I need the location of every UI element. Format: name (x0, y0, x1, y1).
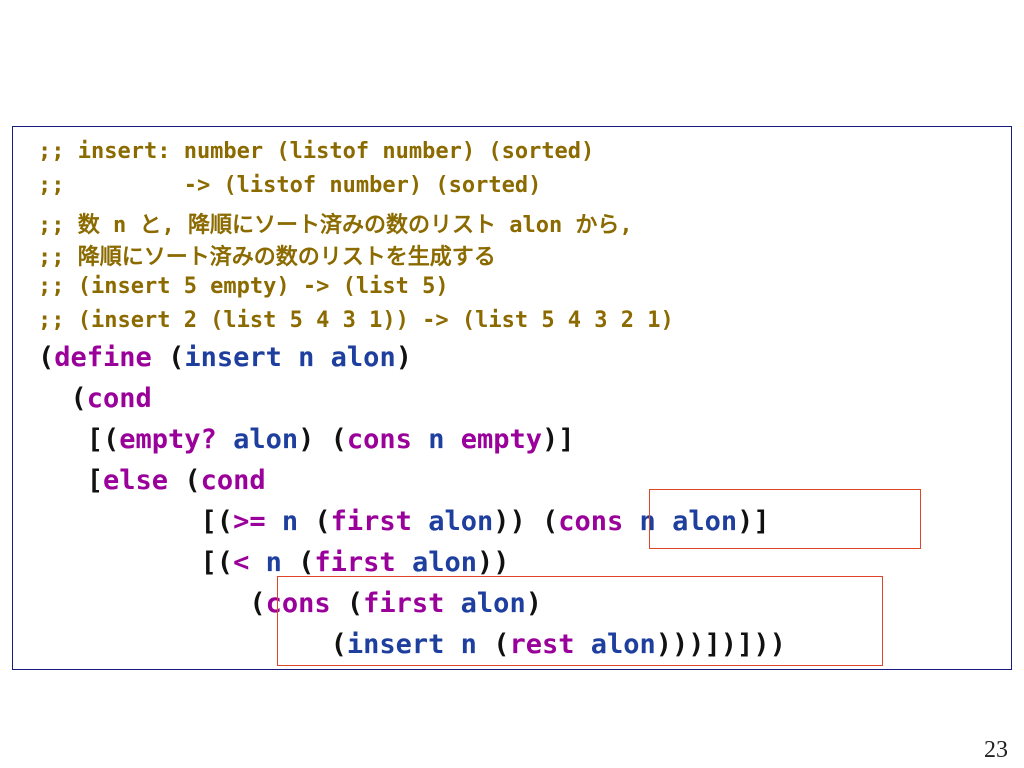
code-keyword: first (363, 588, 445, 619)
code-punctuation: )))])])) (655, 629, 786, 660)
highlight-box-cons-n-alon (649, 489, 921, 549)
code-punctuation: ) (395, 342, 412, 373)
code-line-6: [(< n (first alon)) (38, 547, 510, 578)
code-keyword: first (314, 547, 396, 578)
code-punctuation (249, 547, 265, 578)
code-keyword: >= (233, 506, 266, 537)
code-identifier: alon (590, 629, 656, 660)
code-punctuation: )] (737, 506, 770, 537)
code-punctuation: [ (38, 465, 104, 496)
code-identifier: alon (672, 506, 738, 537)
code-line-3: [(empty? alon) (cons n empty)] (38, 424, 575, 455)
code-punctuation: [( (38, 506, 234, 537)
code-punctuation: ( (168, 465, 201, 496)
code-keyword: define (54, 342, 152, 373)
code-punctuation: ( (151, 342, 185, 373)
comment-line-4: ;; 降順にソート済みの数のリストを生成する (38, 245, 496, 270)
code-punctuation (412, 424, 428, 455)
code-identifier: n (265, 547, 282, 578)
code-punctuation (623, 506, 639, 537)
code-punctuation: [( (38, 547, 234, 578)
code-line-1: (define (insert n alon) (38, 342, 412, 373)
code-identifier: n (639, 506, 656, 537)
code-keyword: rest (509, 629, 575, 660)
code-keyword: empty? (119, 424, 217, 455)
page-number: 23 (984, 737, 1008, 763)
code-punctuation: ( (38, 629, 347, 660)
code-identifier: alon (428, 506, 494, 537)
code-punctuation: [( (38, 424, 120, 455)
code-punctuation: )] (542, 424, 575, 455)
code-line-8: (insert n (rest alon)))])])) (38, 629, 786, 660)
code-identifier: insert (184, 342, 282, 373)
code-identifier: insert (346, 629, 445, 660)
code-line-5: [(>= n (first alon)) (cons n alon)] (38, 506, 770, 537)
code-punctuation (396, 547, 412, 578)
code-punctuation (444, 424, 460, 455)
code-identifier: n (428, 424, 445, 455)
code-identifier: alon (233, 424, 299, 455)
code-keyword: first (330, 506, 412, 537)
highlight-box-cons-first-insert (277, 576, 883, 666)
code-keyword: cons (346, 424, 412, 455)
code-punctuation: ( (38, 588, 266, 619)
code-punctuation: ( (298, 506, 331, 537)
comment-line-2: ;; -> (listof number) (sorted) (38, 173, 542, 198)
code-identifier: n (298, 342, 315, 373)
code-punctuation (266, 506, 282, 537)
code-punctuation: ) (525, 588, 542, 619)
comment-line-6: ;; (insert 2 (list 5 4 3 1)) -> (list 5 … (38, 308, 674, 333)
code-punctuation: ( (38, 342, 55, 373)
code-punctuation: ( (281, 547, 315, 578)
code-keyword: else (103, 465, 169, 496)
code-punctuation (282, 342, 298, 373)
code-identifier: alon (411, 547, 477, 578)
code-identifier: n (460, 629, 477, 660)
code-punctuation (412, 506, 428, 537)
code-punctuation: ( (38, 383, 87, 414)
code-identifier: alon (460, 588, 526, 619)
code-keyword: cons (558, 506, 624, 537)
comment-line-5: ;; (insert 5 empty) -> (list 5) (38, 274, 449, 299)
code-keyword: cond (200, 465, 266, 496)
code-punctuation: )) ( (493, 506, 559, 537)
comment-line-3: ;; 数 n と, 降順にソート済みの数のリスト alon から, (38, 213, 633, 238)
comment-line-1: ;; insert: number (listof number) (sorte… (38, 139, 595, 164)
code-line-7: (cons (first alon) (38, 588, 542, 619)
code-line-4: [else (cond (38, 465, 266, 496)
code-punctuation (314, 342, 330, 373)
code-keyword: < (233, 547, 250, 578)
code-line-2: (cond (38, 383, 152, 414)
code-identifier: n (281, 506, 299, 537)
code-keyword: empty (460, 424, 543, 455)
code-identifier: alon (330, 342, 396, 373)
code-punctuation: ( (476, 629, 510, 660)
code-punctuation: )) (476, 547, 510, 578)
code-keyword: cond (86, 383, 152, 414)
code-punctuation (217, 424, 233, 455)
code-punctuation: ( (330, 588, 364, 619)
code-punctuation: ) ( (298, 424, 347, 455)
code-box: ;; insert: number (listof number) (sorte… (12, 126, 1012, 670)
code-keyword: cons (265, 588, 331, 619)
